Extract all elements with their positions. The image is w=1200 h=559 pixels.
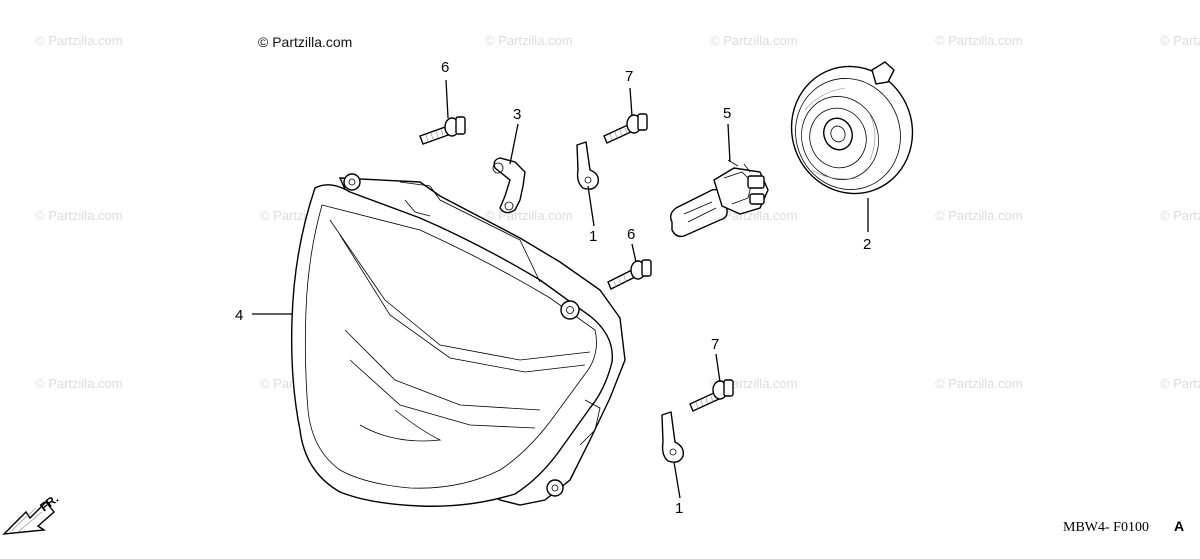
callout-headlight-unit[interactable]: 4 <box>235 307 243 324</box>
callout-screw-7-upper[interactable]: 7 <box>625 68 633 85</box>
callout-bracket-lower[interactable]: 1 <box>675 500 683 517</box>
callout-screw-6-upper[interactable]: 6 <box>441 59 449 76</box>
leader-line <box>631 243 637 263</box>
leader-line <box>629 87 633 117</box>
diagram-code: MBW4- F0100 <box>1063 520 1149 535</box>
callout-screw-6-mid[interactable]: 6 <box>627 226 635 243</box>
watermark: © Partzilla.com <box>1160 376 1200 391</box>
watermark: © Partzilla.com <box>35 208 123 223</box>
watermark: © Partzilla.com <box>35 33 123 48</box>
callout-headlight-cover[interactable]: 2 <box>863 236 871 253</box>
watermark: © Partzilla.com <box>710 208 798 223</box>
connector-illustration[interactable] <box>492 157 526 214</box>
watermark: © Partzilla.com <box>710 33 798 48</box>
leader-line <box>509 123 519 165</box>
watermark: © Partzilla.com <box>1160 33 1200 48</box>
screw-7-lower-illustration[interactable] <box>689 379 734 412</box>
callout-connector[interactable]: 3 <box>513 106 521 123</box>
leader-line <box>587 185 595 227</box>
watermark: © Partzilla.com <box>35 376 123 391</box>
watermark: © Partzilla.com <box>935 376 1023 391</box>
headlight-unit-illustration[interactable] <box>290 173 626 507</box>
watermark: © Partzilla.com <box>935 208 1023 223</box>
bulb-illustration[interactable] <box>669 159 769 238</box>
bracket-upper-illustration[interactable] <box>576 141 600 190</box>
leader-lines <box>252 79 869 499</box>
diagram-code-suffix: A <box>1174 518 1184 534</box>
front-direction-indicator: FR. <box>2 491 61 535</box>
leader-line <box>445 79 449 119</box>
callout-bulb[interactable]: 5 <box>723 105 731 122</box>
leader-line <box>715 353 721 383</box>
watermark: © Partzilla.com <box>485 33 573 48</box>
watermark: © Partzilla.com <box>935 33 1023 48</box>
leader-line <box>727 123 731 163</box>
screw-7-upper-illustration[interactable] <box>603 113 648 144</box>
screw-6-mid-illustration[interactable] <box>607 259 652 290</box>
callout-bracket-upper[interactable]: 1 <box>589 228 597 245</box>
headlight-cover-illustration[interactable] <box>774 49 931 210</box>
callout-screw-7-lower[interactable]: 7 <box>711 336 719 353</box>
watermark: © Partzilla.com <box>1160 208 1200 223</box>
partzilla-credit: © Partzilla.com <box>258 34 352 50</box>
watermark: © Partzilla.com <box>485 208 573 223</box>
leader-line <box>673 461 681 499</box>
screw-6-upper-illustration[interactable] <box>419 116 466 145</box>
bracket-lower-illustration[interactable] <box>661 411 685 463</box>
